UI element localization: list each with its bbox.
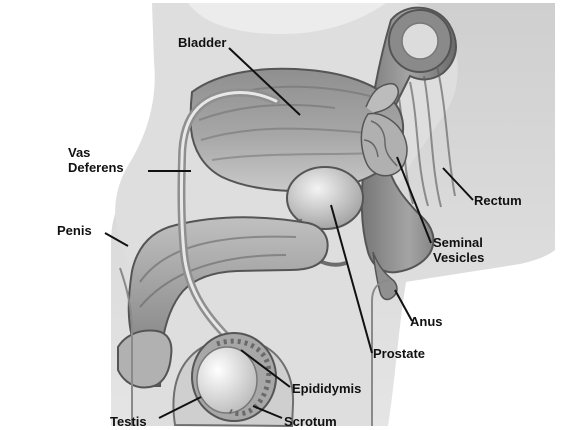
seminal-vesicles-label: Seminal Vesicles xyxy=(433,235,484,265)
testis-label: Testis xyxy=(110,414,147,429)
colon-lumen xyxy=(402,23,438,59)
vas-deferens-label-line-1: Vas xyxy=(68,145,124,160)
scrotum-label: Scrotum xyxy=(284,414,337,429)
rectum-label: Rectum xyxy=(474,193,522,208)
anus-label: Anus xyxy=(410,314,443,329)
vas-deferens-label-line-2: Deferens xyxy=(68,160,124,175)
penis-label: Penis xyxy=(57,223,92,238)
bladder-label: Bladder xyxy=(178,35,226,50)
seminal-vesicles-label-line-2: Vesicles xyxy=(433,250,484,265)
seminal-vesicles-label-line-1: Seminal xyxy=(433,235,484,250)
glans-shape xyxy=(118,331,171,388)
testis-shape xyxy=(197,347,257,413)
epididymis-label: Epididymis xyxy=(292,381,361,396)
vas-deferens-label: Vas Deferens xyxy=(68,145,124,175)
prostate-label: Prostate xyxy=(373,346,425,361)
